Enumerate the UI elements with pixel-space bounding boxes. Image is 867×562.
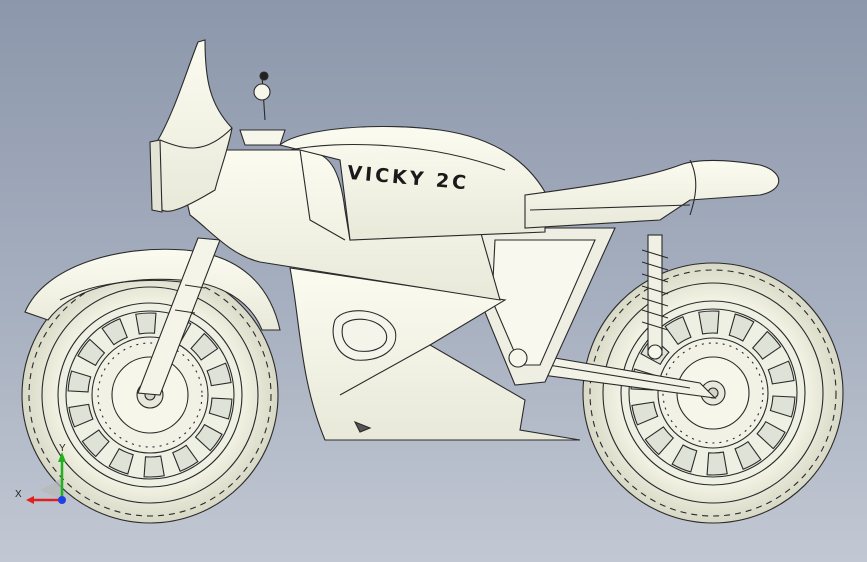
spoke-window (756, 420, 786, 450)
spoke-window (706, 451, 728, 476)
spoke-window (108, 448, 134, 475)
spoke-window (208, 397, 233, 420)
spoke-window (77, 338, 106, 367)
spoke-window (81, 429, 110, 458)
spoke-window (172, 444, 199, 472)
spoke-window (644, 426, 675, 456)
y-axis-label: Y (59, 443, 66, 454)
spoke-window (751, 330, 782, 360)
spoke-window (68, 403, 94, 428)
spoke-window (734, 440, 762, 470)
spoke-window (769, 395, 796, 418)
front-fork (137, 237, 221, 396)
spoke-window (631, 401, 659, 426)
spoke-window (206, 362, 232, 387)
spoke-window (194, 423, 223, 452)
x-axis-label: X (15, 489, 22, 500)
mirror (239, 71, 286, 146)
spoke-window (135, 312, 157, 335)
spoke-window (143, 455, 165, 478)
spoke-window (728, 313, 755, 342)
spoke-window (767, 360, 795, 385)
rear-shock (641, 234, 669, 360)
fuel-tank (278, 125, 546, 241)
spoke-window (698, 310, 720, 335)
spoke-window (671, 444, 698, 473)
seat (524, 159, 780, 229)
front-wheel (21, 266, 279, 524)
spoke-window (101, 318, 128, 346)
spoke-window (67, 370, 92, 393)
spoke-window (664, 316, 692, 346)
front-fairing (157, 39, 233, 212)
spoke-window (190, 332, 219, 361)
